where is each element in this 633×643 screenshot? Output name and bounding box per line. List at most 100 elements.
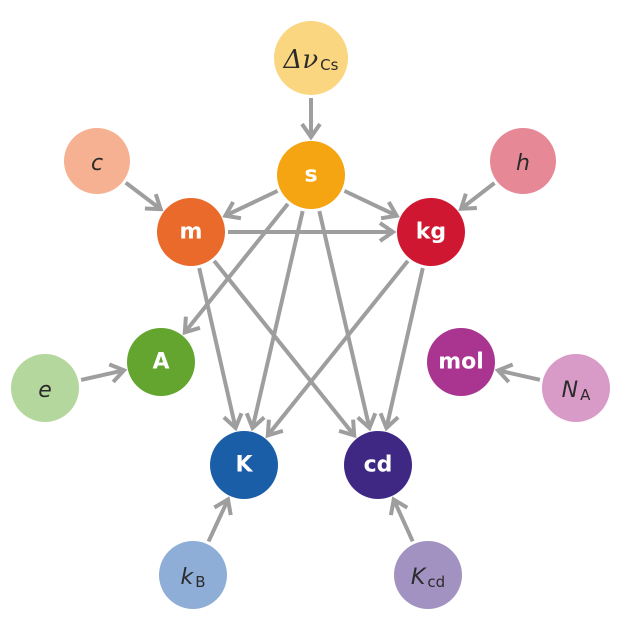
constant-subscript: B xyxy=(195,573,205,591)
unit-label: A xyxy=(152,350,169,375)
arrowhead xyxy=(388,496,409,516)
edge-line xyxy=(343,189,398,218)
edge-h-to-kg xyxy=(458,181,496,211)
arrowhead xyxy=(338,419,357,439)
edge-NA-to-mol xyxy=(494,362,541,384)
edge-s-to-cd xyxy=(317,210,378,432)
edge-s-to-kg xyxy=(343,189,400,221)
arrowhead xyxy=(244,412,266,432)
edge-s-to-A xyxy=(182,202,290,336)
constant-symbol: c xyxy=(91,151,103,176)
constant-circle xyxy=(542,354,610,422)
constant-symbol-main: h xyxy=(516,151,530,176)
constant-symbol-main: N xyxy=(562,378,578,403)
constant-subscript: Cs xyxy=(320,56,338,74)
unit-label: K xyxy=(235,453,253,478)
edge-m-to-K xyxy=(197,267,244,432)
constant-symbol-main: Δν xyxy=(283,45,319,75)
edge-line xyxy=(391,498,415,543)
edge-line xyxy=(266,259,410,437)
constant-node-h: h xyxy=(490,128,556,194)
edge-line xyxy=(206,498,230,543)
constant-circle xyxy=(274,21,348,95)
arrowhead xyxy=(265,419,284,439)
edge-line xyxy=(124,181,162,211)
edge-kg-to-K xyxy=(265,259,410,439)
constant-symbol: h xyxy=(516,151,530,176)
edge-line xyxy=(224,189,279,218)
unit-node-m: m xyxy=(157,198,225,266)
arrowhead xyxy=(378,221,397,243)
unit-label: s xyxy=(304,163,317,188)
unit-node-cd: cd xyxy=(344,431,412,499)
constant-symbol-main: e xyxy=(38,378,52,403)
edge-e-to-A xyxy=(80,362,128,384)
arrowhead xyxy=(378,412,400,432)
edge-m-to-cd xyxy=(212,259,357,439)
arrowhead xyxy=(300,122,322,141)
constant-node-c: c xyxy=(64,128,130,194)
edge-line xyxy=(497,368,541,382)
unit-node-mol: mol xyxy=(427,328,495,396)
edge-kB-to-K xyxy=(206,496,233,543)
constant-symbol: e xyxy=(38,378,52,403)
arrowhead xyxy=(182,316,201,336)
arrowhead xyxy=(458,193,477,211)
unit-circle xyxy=(277,141,345,209)
edges xyxy=(80,98,541,543)
edge-s-to-m xyxy=(222,189,279,221)
unit-circle xyxy=(344,431,412,499)
constant-circle xyxy=(394,541,462,609)
unit-node-K: K xyxy=(210,431,278,499)
arrowhead xyxy=(213,496,233,516)
constant-symbol-main: K xyxy=(411,565,427,590)
constant-circle xyxy=(490,128,556,194)
arrowhead xyxy=(356,412,378,432)
arrowhead xyxy=(222,200,242,221)
constant-symbol-main: k xyxy=(180,565,194,590)
arrowhead xyxy=(222,412,244,432)
unit-circle xyxy=(397,198,465,266)
unit-circle xyxy=(157,198,225,266)
constant-circle xyxy=(64,128,130,194)
edge-line xyxy=(384,267,425,429)
constant-subscript: A xyxy=(580,386,591,404)
edge-s-to-K xyxy=(244,210,305,432)
edge-line xyxy=(80,368,125,382)
unit-label: cd xyxy=(364,453,393,478)
edge-line xyxy=(183,202,290,334)
constant-symbol-main: c xyxy=(91,151,103,176)
edge-line xyxy=(197,267,238,429)
edge-line xyxy=(212,259,356,437)
unit-node-A: A xyxy=(127,328,195,396)
edge-line xyxy=(250,210,305,429)
unit-label: mol xyxy=(438,350,484,375)
arrowhead xyxy=(108,362,128,384)
unit-circle xyxy=(210,431,278,499)
unit-node-kg: kg xyxy=(397,198,465,266)
edge-dnu-to-s xyxy=(300,98,322,141)
constant-node-e: e xyxy=(11,354,79,422)
constant-subscript: cd xyxy=(427,573,445,591)
edge-Kcd-to-cd xyxy=(388,496,415,543)
unit-node-s: s xyxy=(277,141,345,209)
unit-circle xyxy=(427,328,495,396)
constant-circle xyxy=(159,541,227,609)
arrowhead xyxy=(380,200,400,221)
edge-line xyxy=(317,210,372,429)
arrowhead xyxy=(144,193,164,212)
unit-circle xyxy=(127,328,195,396)
edge-line xyxy=(459,181,496,211)
edge-kg-to-cd xyxy=(378,267,425,432)
unit-label: m xyxy=(180,220,203,245)
